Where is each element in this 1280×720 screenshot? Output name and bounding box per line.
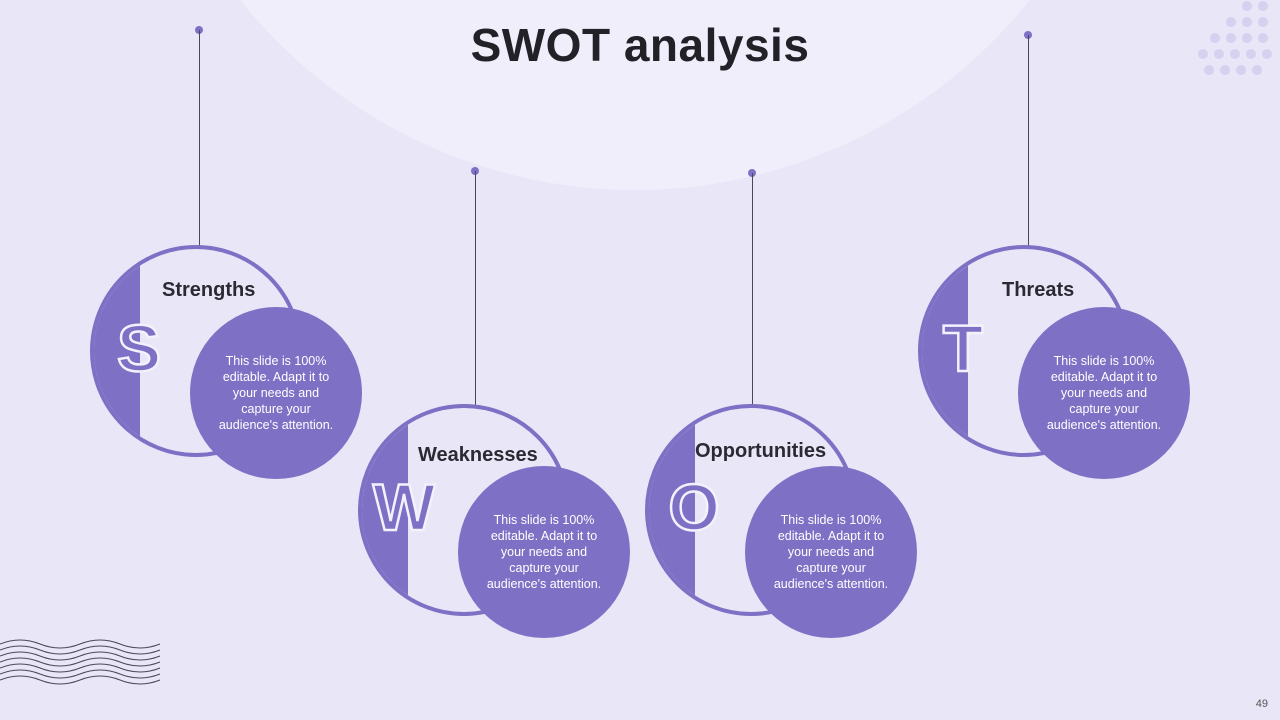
letter-o: O bbox=[667, 470, 721, 544]
wave-lines-decoration bbox=[0, 639, 161, 685]
bubble-weaknesses: This slide is 100% editable. Adapt it to… bbox=[458, 466, 630, 638]
swot-item-threats: T Threats This slide is 100% editable. A… bbox=[918, 245, 1208, 495]
bubble-threats: This slide is 100% editable. Adapt it to… bbox=[1018, 307, 1190, 479]
bubble-strengths: This slide is 100% editable. Adapt it to… bbox=[190, 307, 362, 479]
letter-w: W bbox=[372, 470, 437, 544]
string-weaknesses bbox=[475, 171, 476, 407]
label-strengths: Strengths bbox=[162, 279, 256, 301]
slide-title: SWOT analysis bbox=[470, 19, 810, 71]
dot-pattern-decoration bbox=[1198, 1, 1272, 75]
string-threats bbox=[1028, 35, 1029, 248]
label-opportunities: Opportunities bbox=[695, 440, 827, 462]
swot-item-weaknesses: W Weaknesses This slide is 100% editable… bbox=[358, 404, 648, 654]
bubble-opportunities: This slide is 100% editable. Adapt it to… bbox=[745, 466, 917, 638]
string-strengths bbox=[199, 30, 200, 248]
page-number: 49 bbox=[1255, 698, 1268, 710]
swot-item-strengths: S Strengths This slide is 100% editable.… bbox=[90, 245, 380, 495]
string-opportunities bbox=[752, 173, 753, 407]
label-threats: Threats bbox=[1002, 279, 1075, 301]
ring-threats bbox=[918, 245, 1130, 457]
ring-opportunities bbox=[645, 404, 857, 616]
swot-item-opportunities: O Opportunities This slide is 100% edita… bbox=[645, 404, 935, 654]
letter-t: T bbox=[942, 311, 985, 385]
letter-s: S bbox=[116, 311, 163, 385]
label-weaknesses: Weaknesses bbox=[418, 444, 538, 466]
